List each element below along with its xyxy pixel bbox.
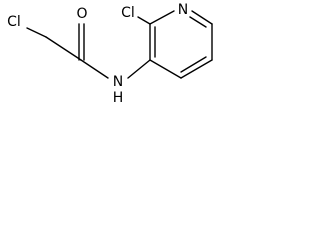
atom-chlorine-ring: Cl xyxy=(121,5,135,21)
atom-labels: Cl O N H Cl N xyxy=(7,2,188,106)
bond-cl-ch2 xyxy=(26,27,47,38)
bond-ring-n1-c6 xyxy=(191,10,213,25)
atom-amide-hydrogen: H xyxy=(113,90,124,106)
bond-ring-n1-c6-inner xyxy=(189,16,207,28)
bond-ring-c5-c4-inner xyxy=(180,56,207,73)
bond-group xyxy=(26,10,213,79)
bond-ring-c5-c4 xyxy=(180,59,213,79)
atom-oxygen: O xyxy=(76,6,87,22)
bond-carbonyl-nitrogen xyxy=(80,59,109,79)
molecule-structure: Cl O N H Cl N xyxy=(7,2,213,106)
bond-ch2-carbonyl xyxy=(45,36,82,61)
bond-nitrogen-ring xyxy=(127,59,151,79)
atom-ring-nitrogen: N xyxy=(178,2,188,18)
bond-ring-chlorine xyxy=(137,16,151,25)
atom-chlorine-left: Cl xyxy=(7,14,21,30)
bond-ring-c4-c3 xyxy=(149,59,182,79)
bond-ring-c2-n1 xyxy=(149,10,175,25)
atom-amide-nitrogen: N xyxy=(113,74,123,90)
